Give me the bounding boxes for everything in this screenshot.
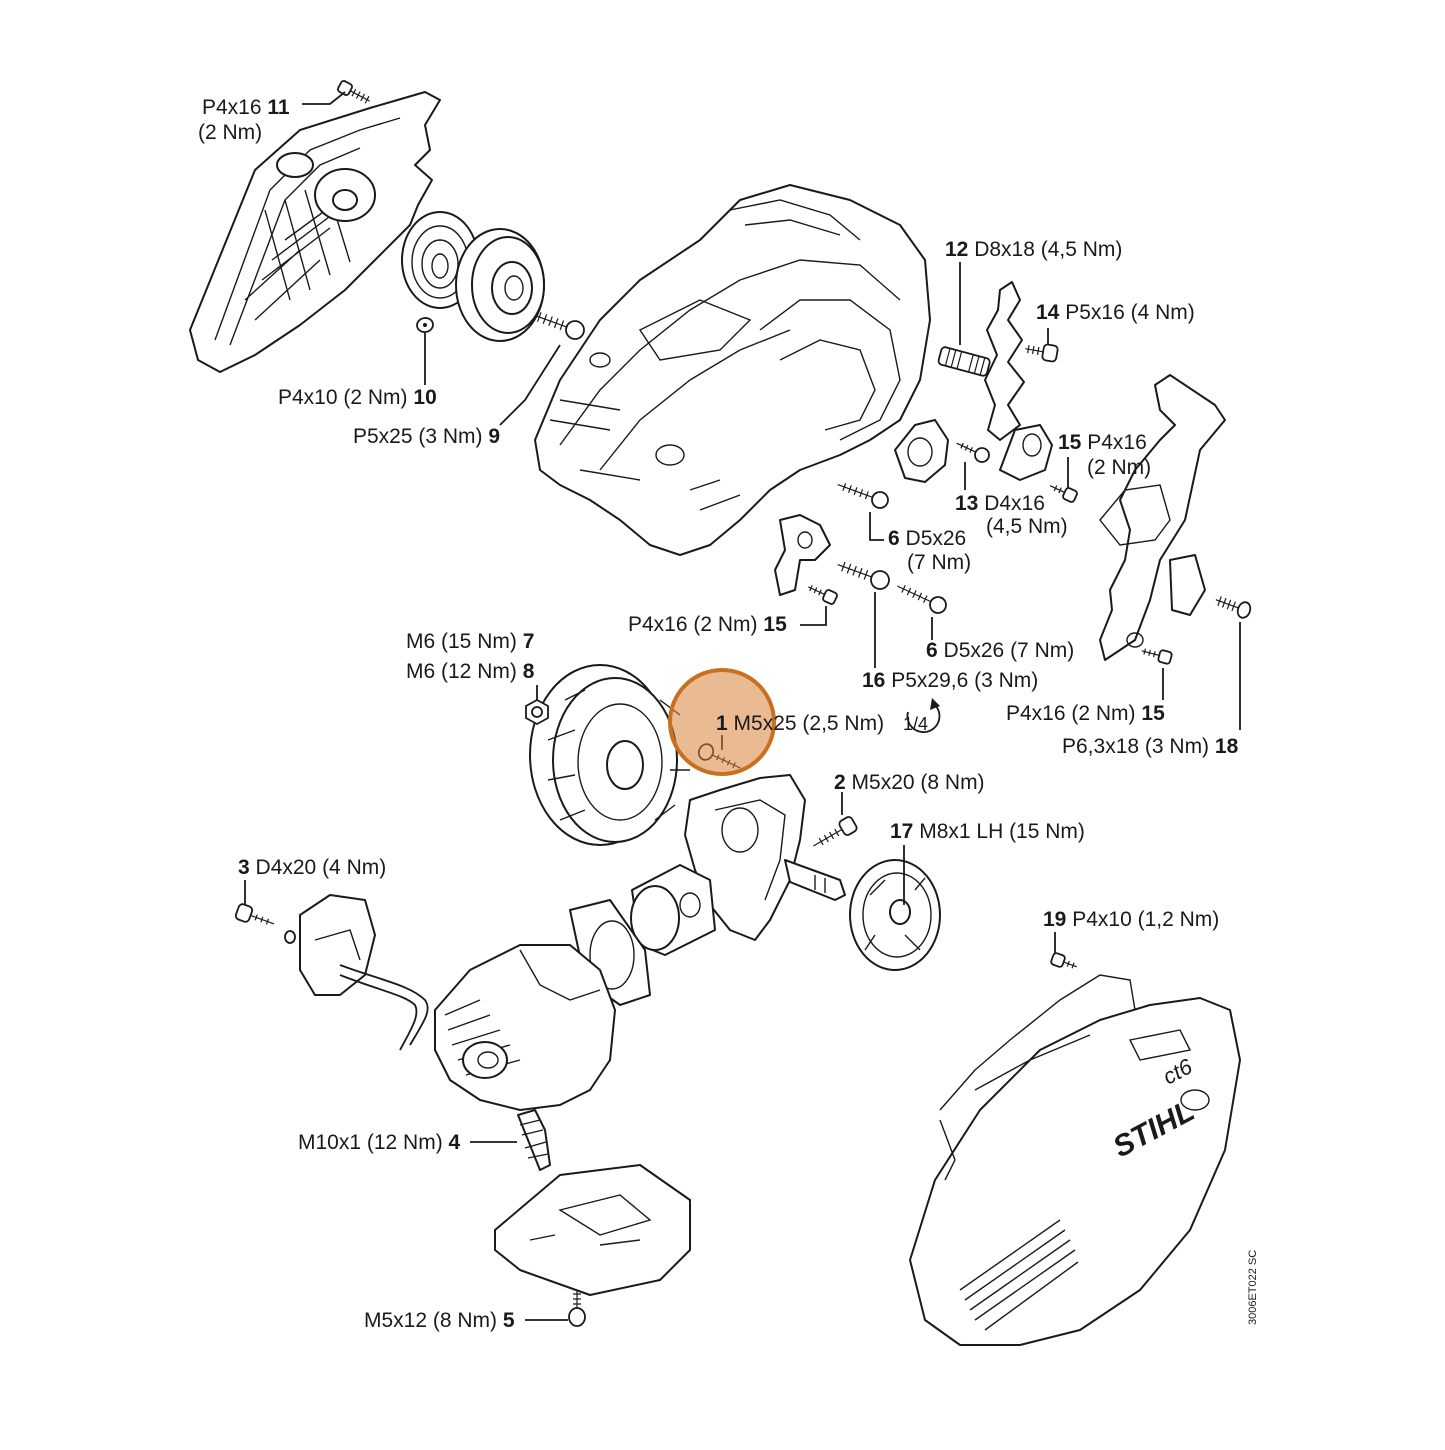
callout-15-top[interactable]: 15 P4x16 (2 Nm) — [1058, 431, 1151, 479]
callout-5[interactable]: M5x12 (8 Nm) 5 — [364, 1309, 515, 1332]
svg-text:17 M8x1 LH (15 Nm): 17 M8x1 LH (15 Nm) — [890, 820, 1085, 843]
clutch — [849, 859, 941, 971]
callout-2[interactable]: 2 M5x20 (8 Nm) — [834, 771, 985, 794]
callout-3[interactable]: 3 D4x20 (4 Nm) — [238, 856, 386, 879]
svg-text:12 D8x18 (4,5 Nm): 12 D8x18 (4,5 Nm) — [945, 238, 1122, 261]
svg-text:3 D4x20 (4 Nm): 3 D4x20 (4 Nm) — [238, 856, 386, 879]
callout-6-upper[interactable]: 6 D5x26 (7 Nm) — [888, 527, 971, 574]
svg-text:P6,3x18 (3 Nm) 18: P6,3x18 (3 Nm) 18 — [1062, 735, 1239, 758]
callout-4[interactable]: M10x1 (12 Nm) 4 — [298, 1131, 461, 1154]
svg-text:(4,5 Nm): (4,5 Nm) — [986, 515, 1068, 538]
cylinder — [434, 944, 616, 1111]
svg-text:P4x10 (2 Nm) 10: P4x10 (2 Nm) 10 — [278, 386, 437, 409]
piston — [630, 864, 716, 956]
svg-text:M5x12 (8 Nm) 5: M5x12 (8 Nm) 5 — [364, 1309, 515, 1332]
ignition-module — [299, 894, 429, 1051]
callout-14[interactable]: 14 P5x16 (4 Nm) — [1036, 301, 1195, 324]
svg-text:M10x1 (12 Nm) 4: M10x1 (12 Nm) 4 — [298, 1131, 461, 1154]
front-handle-guard — [1099, 374, 1226, 661]
callout-15-lower[interactable]: P4x16 (2 Nm) 15 — [1006, 702, 1165, 725]
main-housing — [534, 184, 931, 556]
svg-text:(2 Nm): (2 Nm) — [1087, 456, 1151, 479]
svg-text:13 D4x16: 13 D4x16 — [955, 492, 1045, 515]
callout-19[interactable]: 19 P4x10 (1,2 Nm) — [1043, 908, 1219, 931]
bar-stud-bracket — [999, 424, 1053, 481]
svg-text:6 D5x26: 6 D5x26 — [888, 527, 966, 550]
callout-6-lower[interactable]: 6 D5x26 (7 Nm) — [926, 639, 1074, 662]
callout-11[interactable]: P4x16 11 (2 Nm) — [198, 96, 290, 144]
chain-catcher — [774, 514, 831, 596]
shroud — [494, 1164, 691, 1296]
svg-text:M6 (12 Nm) 8: M6 (12 Nm) 8 — [406, 660, 535, 683]
svg-text:14 P5x16 (4 Nm): 14 P5x16 (4 Nm) — [1036, 301, 1195, 324]
svg-text:P4x16 11: P4x16 11 — [202, 96, 290, 119]
bumper-spike — [984, 281, 1025, 441]
callout-18[interactable]: P6,3x18 (3 Nm) 18 — [1062, 735, 1239, 758]
callout-8[interactable]: M6 (12 Nm) 8 — [406, 660, 535, 683]
flywheel — [529, 664, 690, 846]
svg-text:1 M5x25 (2,5 Nm): 1 M5x25 (2,5 Nm) — [716, 712, 884, 735]
sprocket-cover: STIHL ct6 — [909, 974, 1241, 1346]
oil-pump — [894, 419, 949, 483]
callout-1[interactable]: 1 M5x25 (2,5 Nm) 1/4 — [716, 698, 941, 735]
svg-text:16 P5x29,6 (3 Nm): 16 P5x29,6 (3 Nm) — [862, 669, 1038, 692]
callout-15-middle[interactable]: P4x16 (2 Nm) 15 — [628, 613, 787, 636]
callout-10[interactable]: P4x10 (2 Nm) 10 — [278, 386, 437, 409]
callout-9[interactable]: P5x25 (3 Nm) 9 — [353, 425, 500, 448]
callout-12[interactable]: 12 D8x18 (4,5 Nm) — [945, 238, 1122, 261]
rope-rotor — [455, 228, 545, 342]
svg-text:19 P4x10 (1,2 Nm): 19 P4x10 (1,2 Nm) — [1043, 908, 1219, 931]
svg-text:(7 Nm): (7 Nm) — [907, 551, 971, 574]
starter-cover — [189, 91, 441, 373]
svg-text:2 M5x20 (8 Nm): 2 M5x20 (8 Nm) — [834, 771, 985, 794]
callout-13[interactable]: 13 D4x16 (4,5 Nm) — [955, 492, 1068, 538]
svg-text:P4x16 (2 Nm) 15: P4x16 (2 Nm) 15 — [628, 613, 787, 636]
callout-16[interactable]: 16 P5x29,6 (3 Nm) — [862, 669, 1038, 692]
drawing-code: 3006ET022 SC — [1247, 1250, 1259, 1325]
svg-text:M6 (15 Nm) 7: M6 (15 Nm) 7 — [406, 630, 534, 653]
crankcase — [684, 774, 846, 941]
callout-17[interactable]: 17 M8x1 LH (15 Nm) — [890, 820, 1085, 843]
svg-text:1/4: 1/4 — [903, 714, 928, 734]
highlight-marker[interactable] — [668, 668, 776, 776]
svg-text:P5x25 (3 Nm) 9: P5x25 (3 Nm) 9 — [353, 425, 500, 448]
quarter-turn-icon: 1/4 — [903, 698, 941, 734]
svg-text:6 D5x26 (7 Nm): 6 D5x26 (7 Nm) — [926, 639, 1074, 662]
svg-text:P4x16 (2 Nm) 15: P4x16 (2 Nm) 15 — [1006, 702, 1165, 725]
callout-7[interactable]: M6 (15 Nm) 7 — [406, 630, 534, 653]
svg-text:(2 Nm): (2 Nm) — [198, 121, 262, 144]
spark-plug — [517, 1109, 551, 1171]
svg-text:15 P4x16: 15 P4x16 — [1058, 431, 1147, 454]
